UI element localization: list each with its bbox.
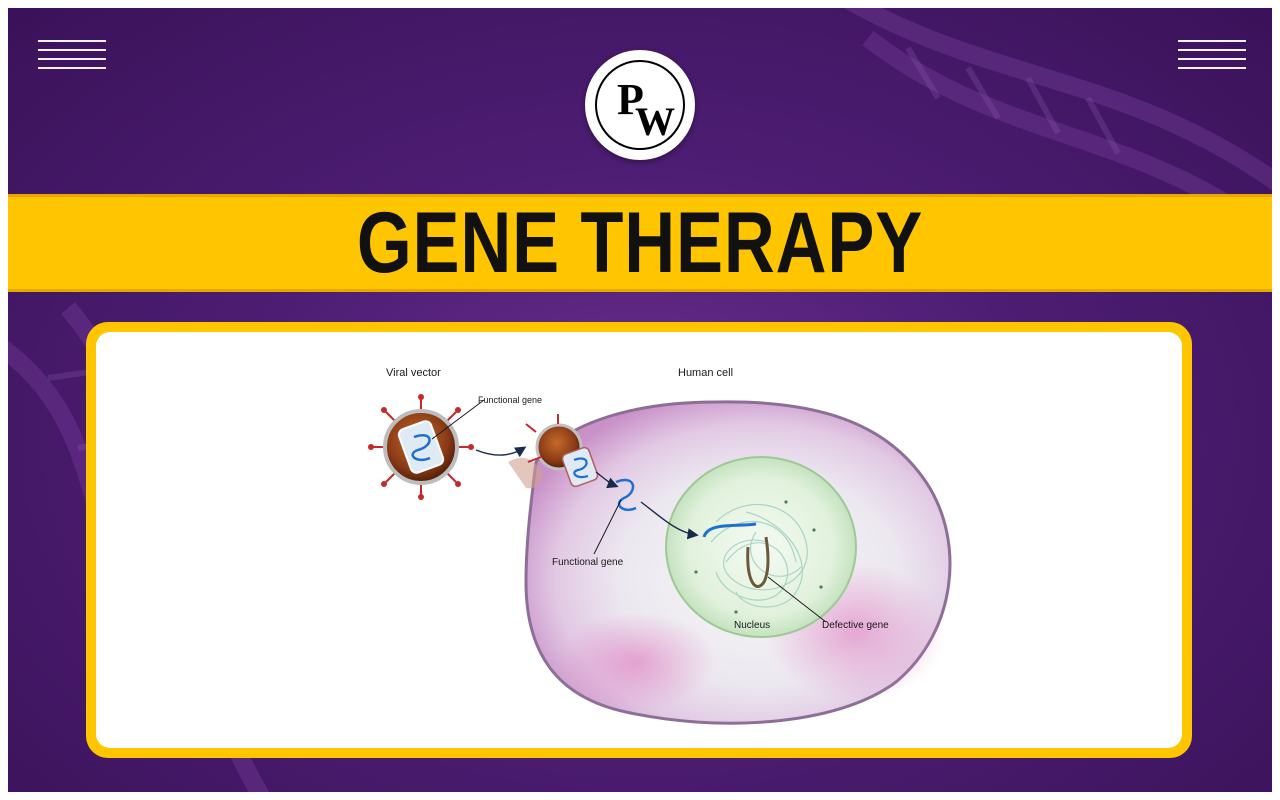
label-defective-gene: Defective gene bbox=[822, 620, 889, 631]
label-functional-gene-mid: Functional gene bbox=[552, 557, 624, 568]
label-functional-gene-top: Functional gene bbox=[478, 395, 542, 405]
arrow-to-cell bbox=[475, 446, 527, 458]
inserted-gene-strand bbox=[702, 522, 757, 538]
hamburger-menu-icon[interactable] bbox=[1178, 40, 1246, 74]
label-viral-vector: Viral vector bbox=[386, 367, 441, 379]
arrow-release bbox=[595, 471, 619, 489]
viral-vector bbox=[368, 394, 474, 500]
functional-gene-strand bbox=[615, 478, 637, 512]
chromatin-tangle bbox=[710, 504, 808, 608]
defective-gene-strand bbox=[746, 536, 770, 588]
diagram-card: Viral vector Human cell Functional gene … bbox=[86, 322, 1192, 758]
logo-letter-w: W bbox=[635, 99, 675, 144]
arrow-to-nucleus bbox=[640, 501, 699, 540]
title-banner: GENE THERAPY bbox=[8, 194, 1272, 292]
leader-line bbox=[431, 399, 485, 440]
leader-line bbox=[767, 576, 827, 623]
page-title: GENE THERAPY bbox=[356, 195, 924, 291]
leader-line bbox=[593, 499, 622, 555]
entering-virus bbox=[508, 414, 599, 489]
label-human-cell: Human cell bbox=[678, 367, 733, 379]
nucleus bbox=[665, 456, 857, 638]
logo-letter-p: P bbox=[617, 75, 644, 124]
gene-therapy-diagram: Viral vector Human cell Functional gene … bbox=[368, 367, 952, 725]
pw-logo: P W bbox=[585, 50, 695, 160]
label-nucleus: Nucleus bbox=[734, 620, 770, 631]
hamburger-menu-icon[interactable] bbox=[38, 40, 106, 74]
cell-pink-region bbox=[556, 612, 716, 712]
poster-frame: P W GENE THERAPY bbox=[8, 8, 1272, 792]
